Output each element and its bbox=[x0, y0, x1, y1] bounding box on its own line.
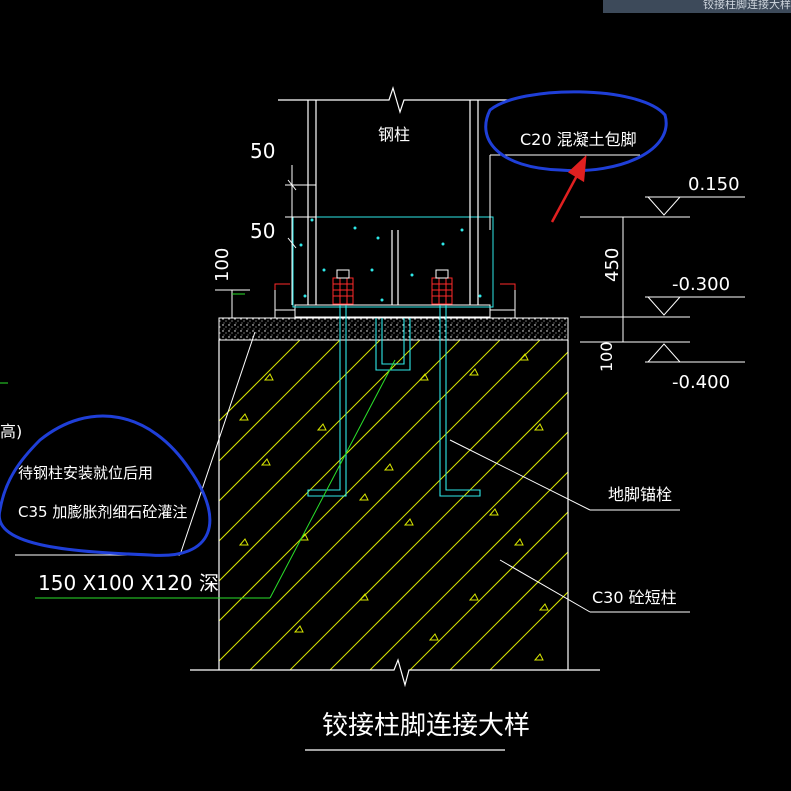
c20-label: C20 混凝土包脚 bbox=[520, 130, 637, 149]
leader-lines bbox=[0, 359, 396, 599]
grout-label-line2: C35 加膨胀剂细石砼灌注 bbox=[18, 503, 187, 521]
short-column-label: C30 砼短柱 bbox=[592, 588, 677, 607]
dimension-lines-right bbox=[580, 196, 745, 363]
dim-450: 450 bbox=[602, 248, 623, 282]
drawing-title: 铰接柱脚连接大样 bbox=[322, 711, 530, 741]
markup-arrow bbox=[550, 154, 587, 223]
window-tab[interactable]: 铰接柱脚连接大样 bbox=[603, 0, 791, 13]
dim-100-left: 100 bbox=[212, 248, 233, 282]
c20-encasement bbox=[292, 216, 494, 308]
grout-bed bbox=[218, 317, 569, 341]
steel-column bbox=[278, 85, 510, 305]
dim-50-top: 50 bbox=[250, 139, 275, 163]
markup-ellipse bbox=[484, 90, 668, 173]
pocket-label: 150 X100 X120 深 bbox=[38, 571, 219, 595]
anchor-bolts bbox=[307, 269, 481, 497]
elevation-mid: -0.300 bbox=[672, 274, 730, 295]
short-column-outline bbox=[218, 340, 569, 670]
elevation-bottom: -0.400 bbox=[672, 372, 730, 393]
anchor-bolt-label: 地脚锚栓 bbox=[608, 485, 672, 504]
short-column-hatch bbox=[219, 340, 568, 670]
aggregate-marks bbox=[238, 353, 549, 661]
markup-ellipse bbox=[0, 414, 212, 557]
elevation-top: 0.150 bbox=[688, 174, 740, 195]
dim-100-right: 100 bbox=[597, 341, 616, 372]
encasement-speckle bbox=[299, 218, 482, 302]
dim-50-mid: 50 bbox=[250, 219, 275, 243]
elevation-marker bbox=[646, 196, 682, 363]
dimension-lines-left bbox=[215, 165, 316, 318]
steel-column-label: 钢柱 bbox=[378, 125, 410, 144]
grout-label-line1: 待钢柱安装就位后用 bbox=[18, 464, 153, 482]
callout-leaders bbox=[15, 154, 690, 613]
break-symbol bbox=[190, 658, 600, 688]
partial-left-label: 高) bbox=[0, 422, 22, 441]
